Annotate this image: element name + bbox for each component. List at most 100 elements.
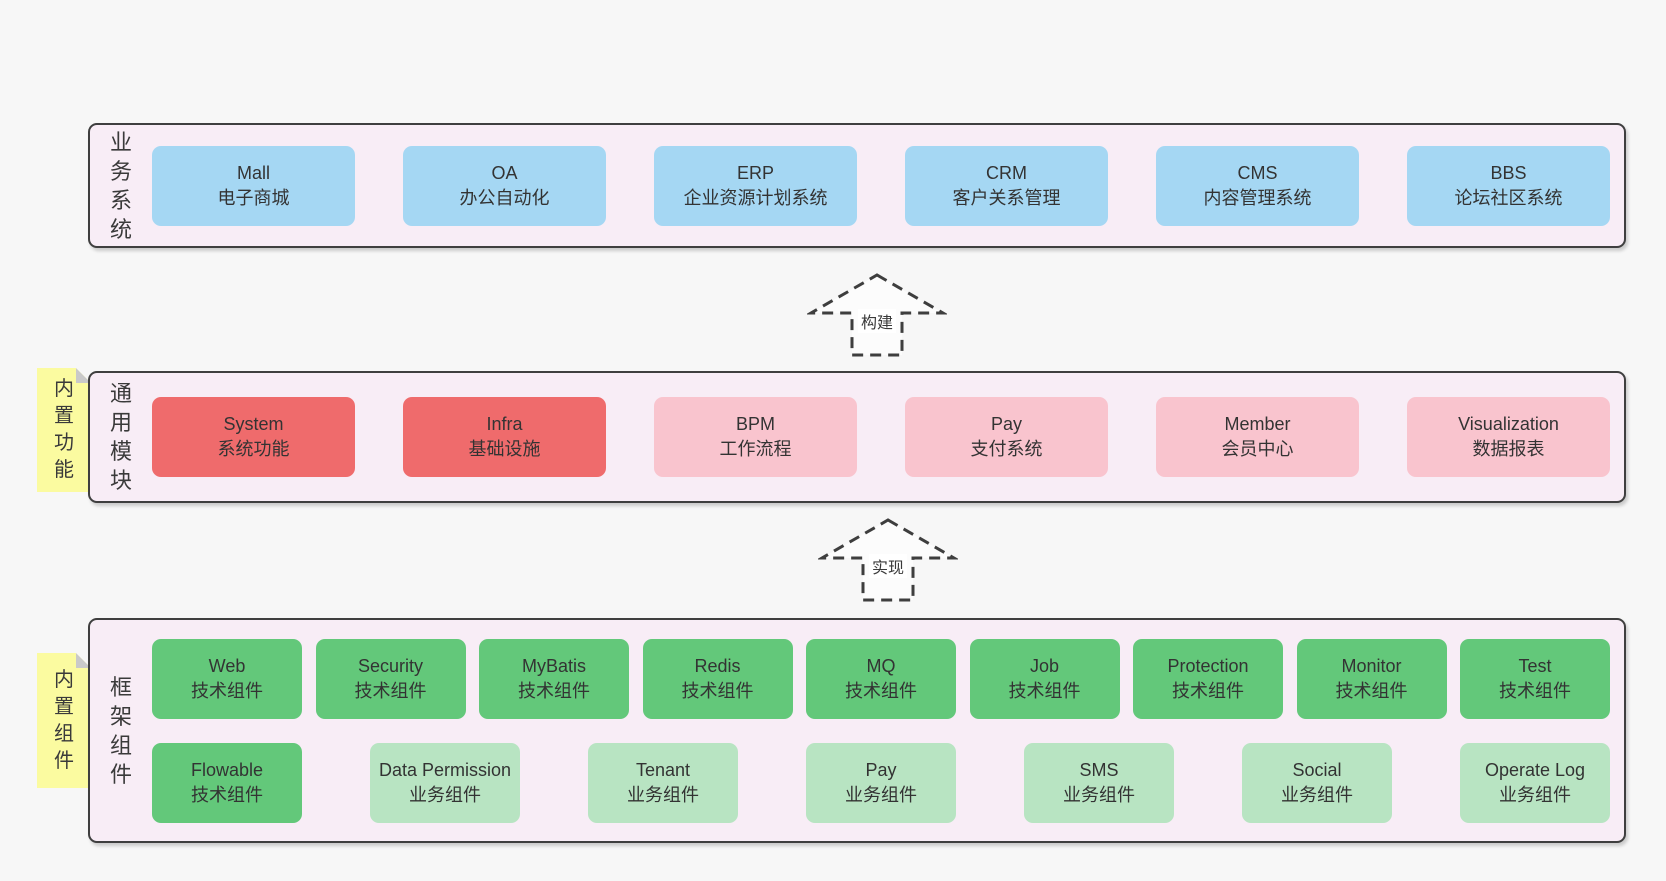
box-monitor: Monitor 技术组件 <box>1296 638 1447 719</box>
box-title: Infra <box>486 414 523 434</box>
box-subtitle: 论坛社区系统 <box>1454 187 1563 208</box>
box-pay-module: Pay 支付系统 <box>905 397 1108 477</box>
box-pay-component: Pay 业务组件 <box>806 742 956 823</box>
box-visualization: Visualization 数据报表 <box>1407 397 1610 477</box>
box-title: Pay <box>865 759 897 780</box>
box-subtitle: 业务组件 <box>409 784 481 805</box>
box-cms: CMS 内容管理系统 <box>1156 145 1359 226</box>
framework-components-boxes: Web 技术组件 Security 技术组件 MyBatis 技术组件 Redi… <box>152 620 1624 841</box>
box-title: MyBatis <box>521 655 586 676</box>
box-tenant: Tenant 业务组件 <box>588 742 738 823</box>
box-subtitle: 基础设施 <box>468 439 541 459</box>
box-subtitle: 业务组件 <box>1281 784 1353 805</box>
box-subtitle: 业务组件 <box>1499 784 1571 805</box>
layer-label-text: 业务系统 <box>109 129 132 242</box>
box-mq: MQ 技术组件 <box>806 638 956 719</box>
box-subtitle: 数据报表 <box>1472 439 1545 459</box>
sticky-note-text: 内置功能 <box>54 378 74 481</box>
box-title: OA <box>491 162 518 183</box>
box-system: System 系统功能 <box>152 397 355 477</box>
box-erp: ERP 企业资源计划系统 <box>654 145 857 226</box>
box-infra: Infra 基础设施 <box>403 397 606 477</box>
box-oa: OA 办公自动化 <box>403 145 606 226</box>
box-test: Test 技术组件 <box>1460 638 1610 719</box>
box-title: Social <box>1292 759 1342 780</box>
layer-framework-components: 框架组件 Web 技术组件 Security 技术组件 MyBatis 技术组件… <box>88 618 1626 843</box>
layer-business-systems: 业务系统 Mall 电子商城 OA 办公自动化 ERP 企业资源计划系统 CRM… <box>88 123 1626 248</box>
box-subtitle: 内容管理系统 <box>1203 187 1312 208</box>
box-title: Pay <box>990 414 1023 434</box>
box-title: SMS <box>1079 759 1119 780</box>
box-title: Job <box>1029 655 1060 676</box>
box-subtitle: 技术组件 <box>845 680 917 701</box>
box-title: Monitor <box>1341 655 1402 676</box>
box-subtitle: 支付系统 <box>970 439 1043 459</box>
box-sms: SMS 业务组件 <box>1024 742 1174 823</box>
box-subtitle: 技术组件 <box>1499 680 1571 701</box>
business-systems-boxes: Mall 电子商城 OA 办公自动化 ERP 企业资源计划系统 CRM 客户关系… <box>152 125 1624 246</box>
box-mybatis: MyBatis 技术组件 <box>479 638 629 719</box>
layer-label-framework-components: 框架组件 <box>90 620 152 841</box>
layer-label-business-systems: 业务系统 <box>90 125 152 246</box>
box-subtitle: 技术组件 <box>1335 680 1408 701</box>
box-subtitle: 技术组件 <box>518 680 590 701</box>
box-title: Visualization <box>1458 414 1559 434</box>
box-subtitle: 技术组件 <box>354 680 427 701</box>
box-title: ERP <box>736 162 774 183</box>
box-subtitle: 客户关系管理 <box>952 187 1061 208</box>
box-subtitle: 技术组件 <box>1172 680 1244 701</box>
layer-label-common-modules: 通用模块 <box>90 373 152 501</box>
box-bbs: BBS 论坛社区系统 <box>1407 145 1610 226</box>
arrow-build: 构建 <box>807 272 947 358</box>
arrow-implement-label: 实现 <box>868 554 908 578</box>
box-subtitle: 企业资源计划系统 <box>683 187 828 208</box>
sticky-note-builtin-features: 内置功能 <box>37 368 91 492</box>
box-title: MQ <box>866 655 896 676</box>
box-title: BBS <box>1490 162 1527 183</box>
box-title: Flowable <box>190 759 264 780</box>
box-security: Security 技术组件 <box>315 638 466 719</box>
box-title: Tenant <box>635 759 691 780</box>
arrow-implement: 实现 <box>818 517 958 603</box>
box-redis: Redis 技术组件 <box>642 638 793 719</box>
box-flowable: Flowable 技术组件 <box>152 742 302 823</box>
box-mall: Mall 电子商城 <box>152 145 355 226</box>
box-data-permission: Data Permission 业务组件 <box>370 742 520 823</box>
box-title: BPM <box>735 414 775 434</box>
box-subtitle: 技术组件 <box>1008 680 1081 701</box>
box-subtitle: 业务组件 <box>845 784 917 805</box>
box-title: Security <box>357 655 424 676</box>
box-title: Protection <box>1167 655 1249 676</box>
box-bpm: BPM 工作流程 <box>654 397 857 477</box>
box-web: Web 技术组件 <box>152 638 302 719</box>
box-subtitle: 工作流程 <box>719 439 792 459</box>
box-social: Social 业务组件 <box>1242 742 1392 823</box>
box-title: Test <box>1518 655 1552 676</box>
box-job: Job 技术组件 <box>969 638 1120 719</box>
box-subtitle: 系统功能 <box>217 439 290 459</box>
box-title: Data Permission <box>378 759 512 780</box>
box-subtitle: 业务组件 <box>627 784 699 805</box>
box-subtitle: 业务组件 <box>1063 784 1135 805</box>
box-title: Mall <box>236 162 270 183</box>
box-protection: Protection 技术组件 <box>1133 638 1283 719</box>
sticky-note-builtin-components: 内置组件 <box>37 653 91 788</box>
box-title: Redis <box>694 655 741 676</box>
box-title: CMS <box>1237 162 1278 183</box>
common-modules-boxes: System 系统功能 Infra 基础设施 BPM 工作流程 Pay 支付系统… <box>152 373 1624 501</box>
layer-label-text: 通用模块 <box>109 381 132 493</box>
layer-common-modules: 通用模块 System 系统功能 Infra 基础设施 BPM 工作流程 Pay… <box>88 371 1626 503</box>
box-subtitle: 技术组件 <box>191 784 263 805</box>
box-title: Web <box>208 655 246 676</box>
box-subtitle: 技术组件 <box>681 680 754 701</box>
box-subtitle: 技术组件 <box>191 680 263 701</box>
box-crm: CRM 客户关系管理 <box>905 145 1108 226</box>
box-title: Member <box>1224 414 1291 434</box>
box-title: CRM <box>986 162 1027 183</box>
box-operate-log: Operate Log 业务组件 <box>1460 742 1610 823</box>
box-subtitle: 会员中心 <box>1221 439 1294 459</box>
sticky-note-text: 内置组件 <box>54 668 74 772</box>
box-subtitle: 电子商城 <box>217 187 290 208</box>
box-member: Member 会员中心 <box>1156 397 1359 477</box>
box-subtitle: 办公自动化 <box>459 187 550 208</box>
